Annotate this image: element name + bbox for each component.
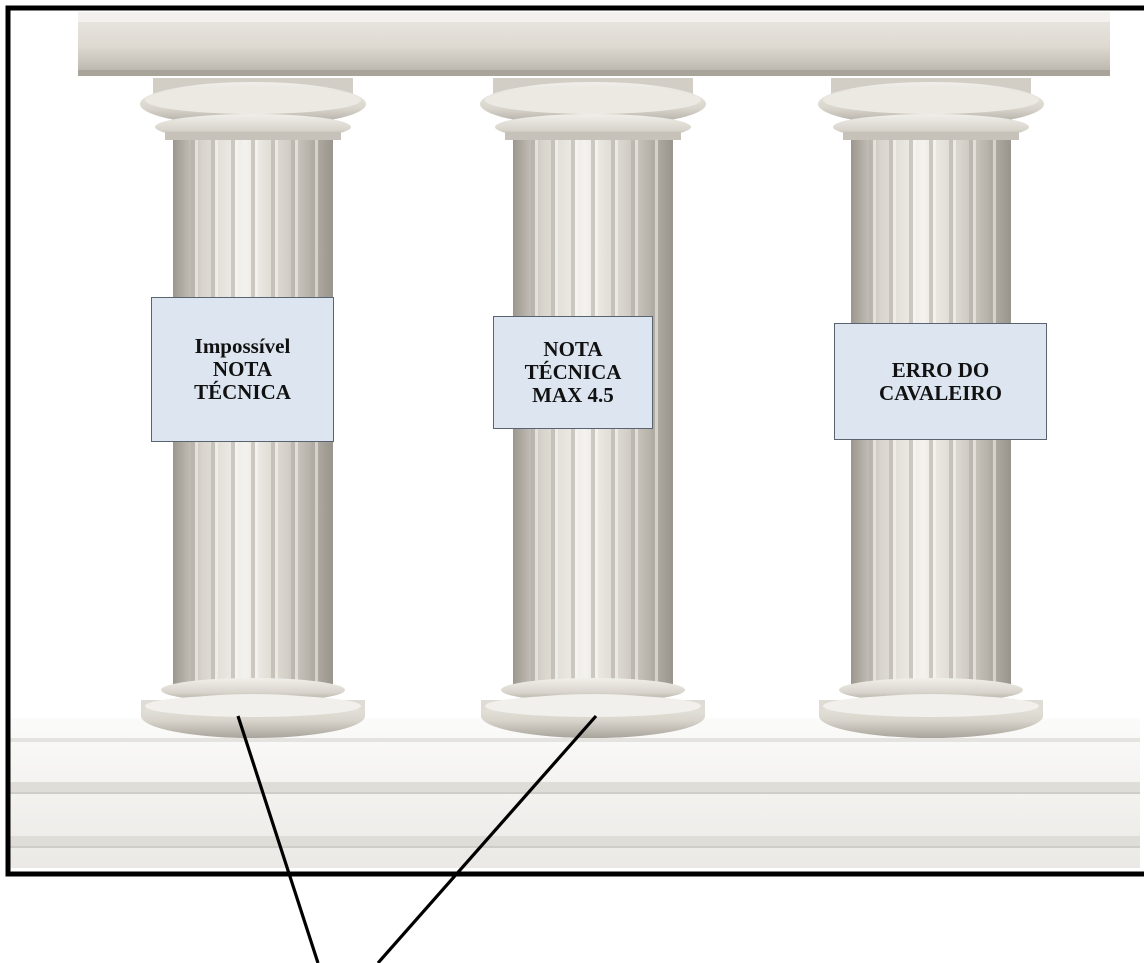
label-text-left: Impossível NOTA TÉCNICA [194, 334, 291, 404]
pointer-line-left [236, 715, 320, 963]
label-box-right: ERRO DO CAVALEIRO [834, 323, 1047, 440]
temple-steps [10, 718, 1140, 868]
entablature-beam [78, 12, 1110, 76]
label-box-left: Impossível NOTA TÉCNICA [151, 297, 334, 442]
pointer-lines [236, 714, 598, 963]
image-frame [5, 5, 1144, 877]
label-box-middle: NOTA TÉCNICA MAX 4.5 [493, 316, 653, 429]
pointer-line-middle [376, 714, 598, 963]
label-text-middle: NOTA TÉCNICA MAX 4.5 [524, 337, 622, 407]
label-text-right: ERRO DO CAVALEIRO [879, 357, 1002, 405]
